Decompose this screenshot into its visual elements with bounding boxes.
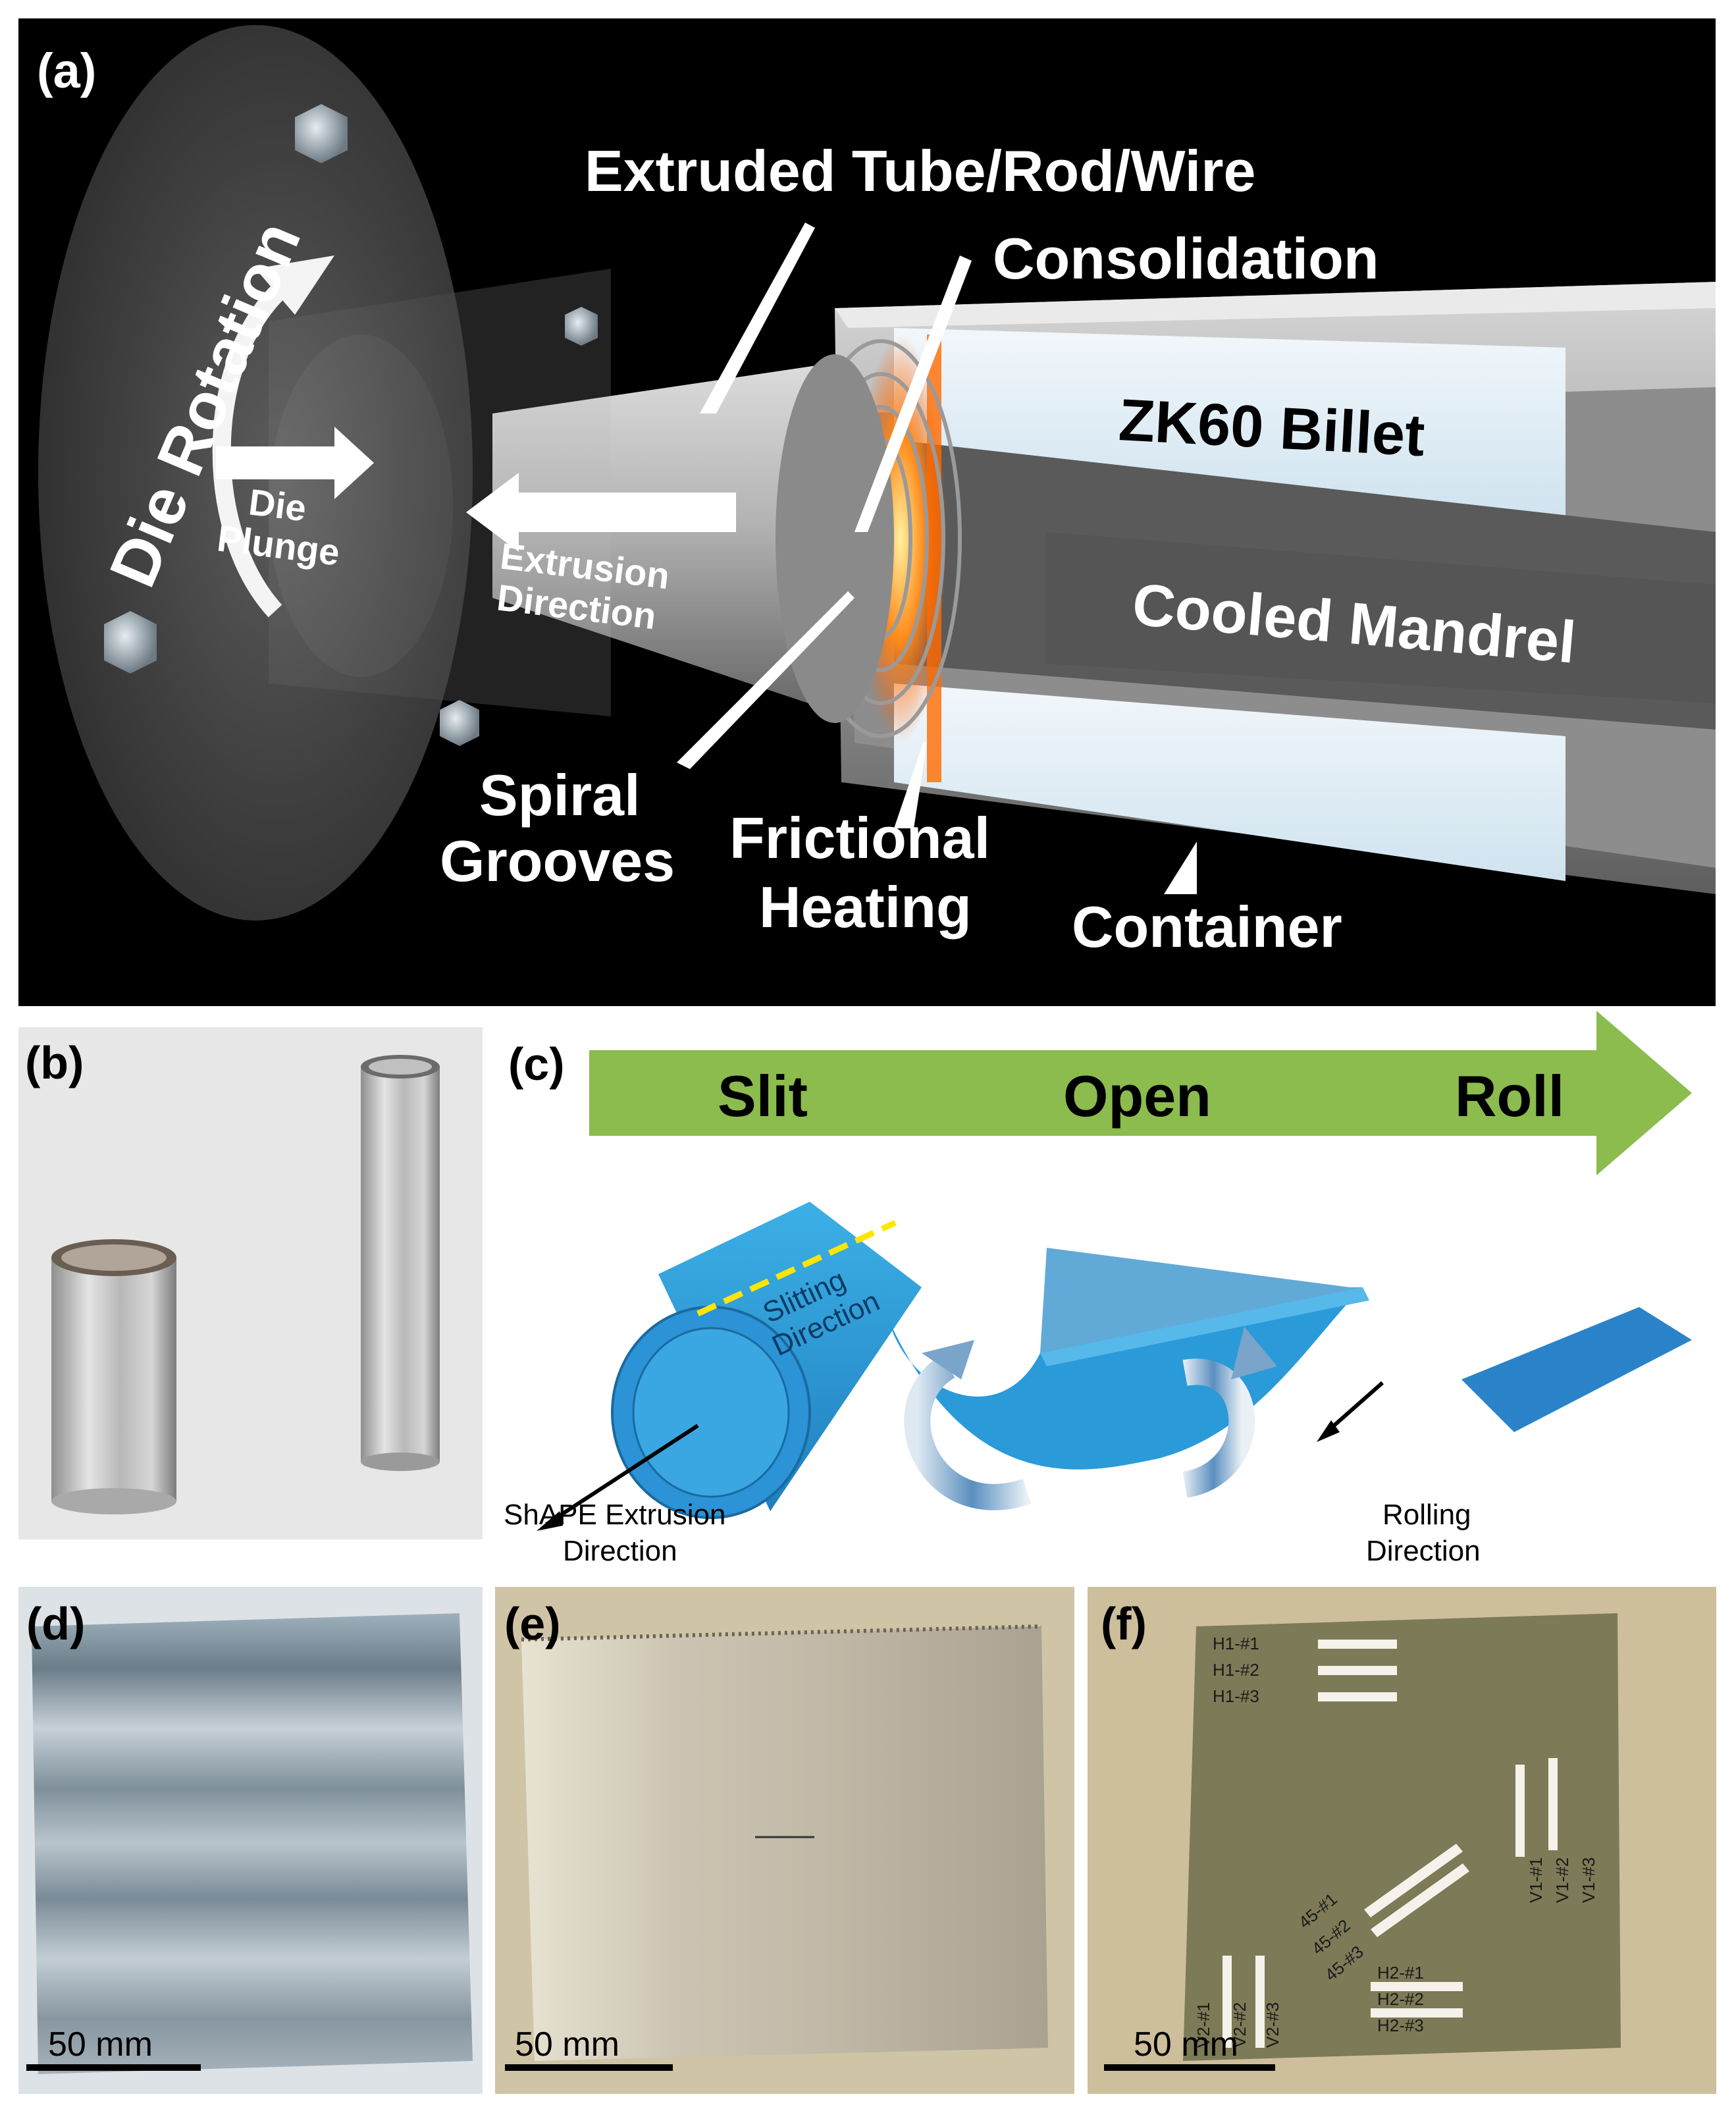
specimen-label: V2-#1 xyxy=(1194,2002,1213,2048)
panel-b-photo: (b) xyxy=(18,1027,483,1539)
specimen-label: H1-#2 xyxy=(1213,1660,1259,1680)
leader-heating xyxy=(894,741,927,828)
specimen-label: H2-#3 xyxy=(1377,2016,1424,2035)
tube-cylinder xyxy=(611,1202,922,1519)
bolt-icon xyxy=(104,104,598,746)
spiral-label-1: Spiral xyxy=(479,762,641,828)
panel-d-letter: (d) xyxy=(26,1598,85,1649)
panel-d-photo: (d) 50 mm xyxy=(18,1587,483,2094)
specimen-label: H1-#3 xyxy=(1213,1686,1259,1706)
short-tube xyxy=(51,1239,176,1514)
panel-c-diagram: (c) Slit Open Roll Slitting Direction Sh… xyxy=(500,1011,1725,1570)
leader-spiral xyxy=(677,591,855,769)
leader-consolidation xyxy=(855,255,972,532)
rolled-sheet xyxy=(1461,1307,1692,1432)
rolled-sheet-photo xyxy=(521,1626,1048,2061)
panel-e-letter: (e) xyxy=(504,1598,561,1649)
long-tube xyxy=(361,1055,440,1471)
curl-arrow-left xyxy=(904,1340,1032,1510)
leader-extruded xyxy=(700,223,815,414)
scale-label-f: 50 mm xyxy=(1134,2025,1238,2064)
process-arrow xyxy=(589,1011,1692,1175)
specimen-label: V1-#1 xyxy=(1526,1857,1546,1903)
spiral-label-2: Grooves xyxy=(440,828,675,894)
billet-label: ZK60 Billet xyxy=(1117,387,1427,469)
panel-b-letter: (b) xyxy=(25,1037,84,1088)
billet-lower xyxy=(894,683,1565,881)
scale-bar-d xyxy=(26,2064,201,2071)
panel-a-schematic: (a) Die Rotation Die Plunge Extrusion Di… xyxy=(18,18,1716,1006)
extrusion-direction-arrow xyxy=(466,473,736,552)
panel-e-photo: (e) 50 mm xyxy=(495,1587,1074,2094)
consolidation-label: Consolidation xyxy=(993,226,1379,291)
panel-c-letter: (c) xyxy=(508,1038,565,1090)
curl-arrow-right xyxy=(1182,1327,1277,1498)
shape-label-1: ShAPE Extrusion xyxy=(504,1499,726,1531)
shape-label-2: Direction xyxy=(563,1535,677,1567)
frictional-label-1: Frictional xyxy=(729,805,990,870)
extruded-tube xyxy=(492,354,894,723)
specimen-label: V2-#2 xyxy=(1230,2002,1249,2048)
scale-bar-f xyxy=(1104,2064,1275,2071)
frictional-label-2: Heating xyxy=(759,874,972,940)
scale-bar-e xyxy=(505,2064,673,2071)
slitting-line xyxy=(697,1219,897,1317)
shape-direction-arrow xyxy=(545,1424,699,1526)
specimen-label: V1-#3 xyxy=(1579,1857,1598,1903)
step-slit: Slit xyxy=(718,1063,808,1129)
panel-f-letter: (f) xyxy=(1101,1598,1147,1649)
extruded-tube-label: Extruded Tube/Rod/Wire xyxy=(585,138,1255,203)
specimen-label: H1-#1 xyxy=(1213,1634,1259,1653)
panel-a-letter: (a) xyxy=(37,43,96,98)
step-roll: Roll xyxy=(1455,1063,1564,1129)
billet-upper xyxy=(894,328,1565,519)
specimen-label: V1-#2 xyxy=(1552,1857,1572,1903)
specimen-label: H2-#1 xyxy=(1377,1963,1424,1983)
die-plunge-arrow xyxy=(216,427,374,499)
specimen-label: H2-#2 xyxy=(1377,1989,1424,2009)
specimen-label: V2-#3 xyxy=(1263,2002,1282,2048)
panel-f-photo: H1-#1 H1-#2 H1-#3 V1-#1 V1-#2 V1-#3 45-#… xyxy=(1088,1587,1716,2094)
flattened-sheet xyxy=(32,1613,473,2074)
step-open: Open xyxy=(1063,1063,1211,1129)
rolling-direction-arrow xyxy=(1325,1381,1384,1434)
scale-label-d: 50 mm xyxy=(48,2025,153,2064)
tensile-slots xyxy=(1223,1640,1558,2048)
cut-sheet xyxy=(1183,1613,1621,2061)
leader-container xyxy=(1164,842,1197,894)
rolling-label-1: Rolling xyxy=(1382,1499,1471,1531)
container-label: Container xyxy=(1072,894,1342,959)
scale-label-e: 50 mm xyxy=(515,2025,619,2064)
rolling-label-2: Direction xyxy=(1366,1535,1481,1567)
die-plunge-label-1: Die xyxy=(247,481,309,529)
